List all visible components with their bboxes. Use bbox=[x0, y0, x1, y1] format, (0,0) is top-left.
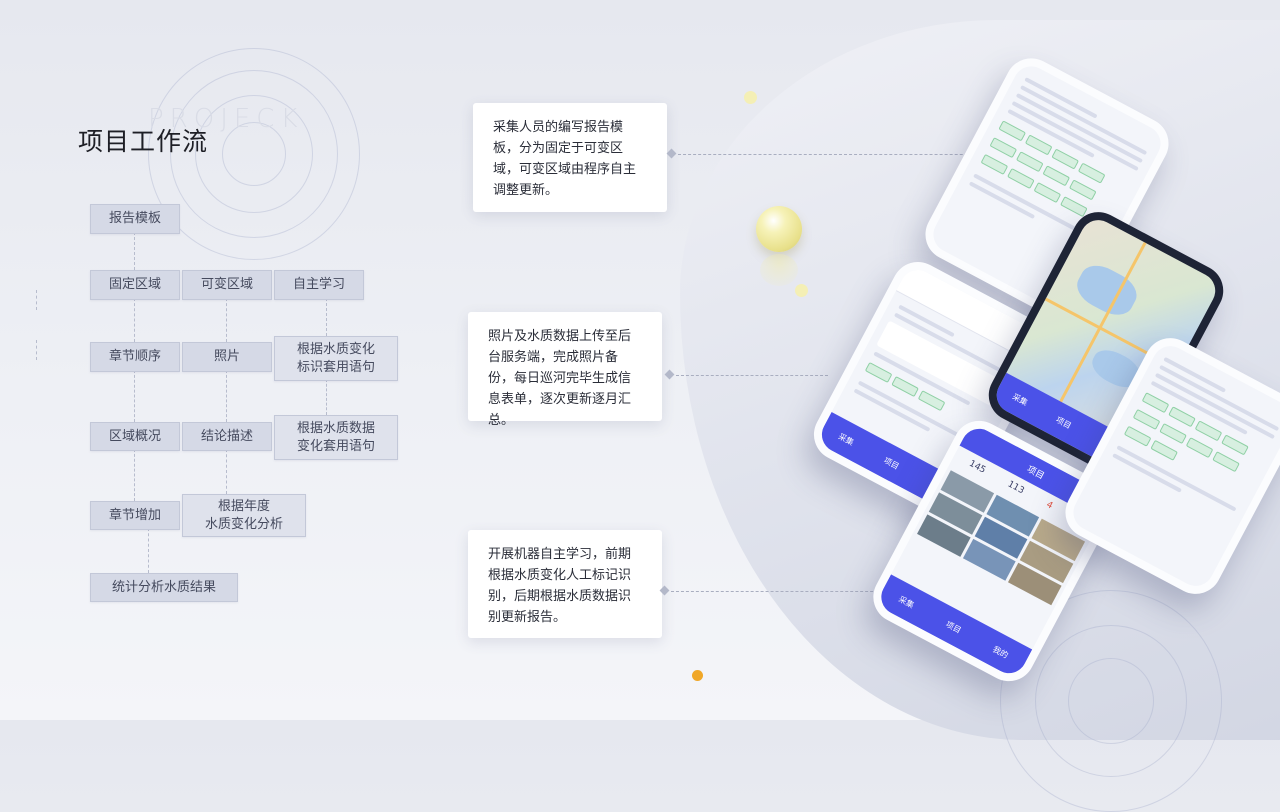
stat-value: 4 bbox=[1044, 499, 1055, 512]
node-area-overview: 区域概况 bbox=[90, 422, 180, 451]
pointer-diamond bbox=[664, 369, 675, 380]
description-card-template: 采集人员的编写报告模板，分为固定于可变区域，可变区域由程序自主调整更新。 bbox=[473, 103, 667, 212]
stat-value: 113 bbox=[1005, 479, 1026, 497]
pointer-line bbox=[676, 375, 828, 376]
flow-connector bbox=[226, 370, 227, 422]
node-annual-line1: 根据年度 bbox=[217, 498, 270, 514]
node-wq-data: 根据水质数据 变化套用语句 bbox=[274, 415, 398, 460]
page-title: 项目工作流 bbox=[78, 127, 209, 156]
tab-project: 项目 bbox=[882, 455, 901, 471]
tab-collect: 采集 bbox=[1011, 391, 1030, 408]
decor-ring bbox=[170, 70, 338, 238]
pointer-line bbox=[671, 591, 893, 592]
description-card-upload: 照片及水质数据上传至后台服务端，完成照片备份，每日巡河完毕生成信息表单，逐次更新… bbox=[468, 312, 662, 428]
node-conclusion: 结论描述 bbox=[182, 422, 272, 451]
tab-project: 项目 bbox=[944, 619, 963, 635]
node-self-learning: 自主学习 bbox=[274, 270, 364, 300]
tab-collect: 采集 bbox=[897, 594, 916, 610]
stat-value: 145 bbox=[967, 458, 988, 476]
decor-ball-reflection bbox=[760, 254, 798, 286]
flow-connector bbox=[134, 370, 135, 422]
flow-connector bbox=[134, 298, 135, 342]
ghost-watermark: PROJECK bbox=[148, 104, 304, 134]
node-report-template: 报告模板 bbox=[90, 204, 180, 234]
node-variable-area: 可变区域 bbox=[182, 270, 272, 300]
flow-connector bbox=[148, 528, 149, 573]
node-wq-data-line1: 根据水质数据 bbox=[296, 420, 375, 436]
node-annual-analysis: 根据年度 水质变化分析 bbox=[182, 494, 306, 537]
decor-dot-orange bbox=[692, 670, 703, 681]
node-stat-result: 统计分析水质结果 bbox=[90, 573, 238, 602]
flow-connector bbox=[226, 449, 227, 494]
decor-dot bbox=[744, 91, 757, 104]
pointer-line bbox=[678, 154, 1008, 155]
node-chapter-add: 章节增加 bbox=[90, 501, 180, 530]
flow-connector bbox=[134, 449, 135, 501]
node-annual-line2: 水质变化分析 bbox=[204, 516, 283, 532]
flow-connector bbox=[226, 298, 227, 342]
description-card-learning: 开展机器自主学习，前期根据水质变化人工标记识别，后期根据水质数据识别更新报告。 bbox=[468, 530, 662, 638]
tab-mine: 我的 bbox=[991, 644, 1010, 660]
node-chapter-order: 章节顺序 bbox=[90, 342, 180, 372]
side-tick bbox=[36, 340, 37, 360]
pointer-diamond bbox=[666, 148, 677, 159]
node-photo: 照片 bbox=[182, 342, 272, 372]
decor-ring bbox=[1068, 658, 1154, 744]
decor-dot bbox=[795, 284, 808, 297]
node-wq-data-line2: 变化套用语句 bbox=[296, 438, 375, 454]
node-fixed-area: 固定区域 bbox=[90, 270, 180, 300]
decor-ball bbox=[756, 206, 802, 252]
decor-ring bbox=[222, 122, 286, 186]
tab-collect: 采集 bbox=[837, 431, 856, 447]
node-wq-mark-line2: 标识套用语句 bbox=[296, 359, 375, 375]
flow-connector bbox=[326, 298, 327, 336]
decor-ring bbox=[195, 95, 313, 213]
side-tick bbox=[36, 290, 37, 310]
flow-connector bbox=[326, 379, 327, 415]
flow-connector bbox=[134, 232, 135, 270]
decor-ring bbox=[148, 48, 360, 260]
node-wq-mark-line1: 根据水质变化 bbox=[296, 341, 375, 357]
tab-project: 项目 bbox=[1054, 414, 1073, 431]
node-wq-mark: 根据水质变化 标识套用语句 bbox=[274, 336, 398, 381]
